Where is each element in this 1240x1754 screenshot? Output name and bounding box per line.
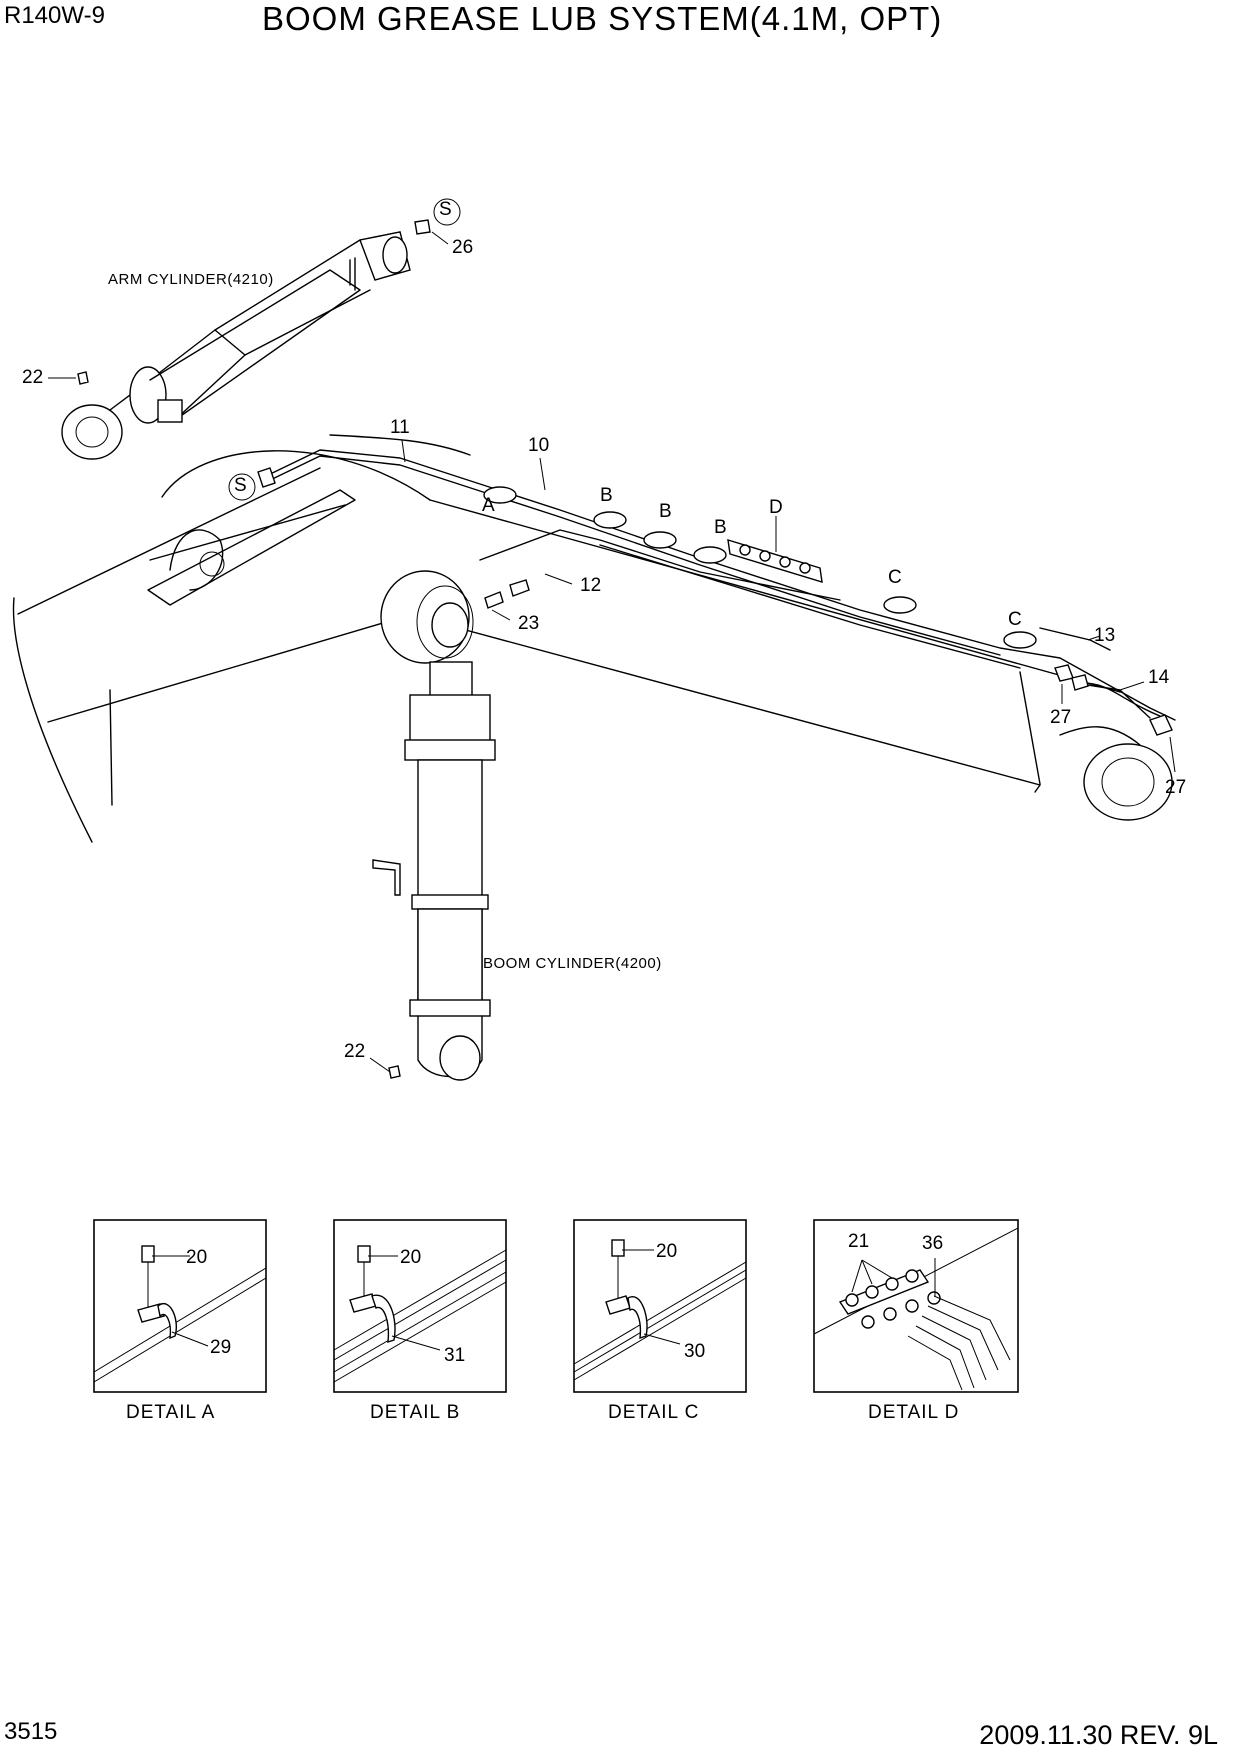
marker-b-3: B <box>714 517 727 538</box>
marker-s-top: S <box>439 199 452 220</box>
detail-a-part-20: 20 <box>186 1247 208 1268</box>
callout-22-top: 22 <box>22 367 44 388</box>
boom-cylinder-caption: BOOM CYLINDER(4200) <box>483 955 662 972</box>
callout-27-a: 27 <box>1050 707 1072 728</box>
marker-b-1: B <box>600 485 613 506</box>
boom-structure <box>12 434 1173 843</box>
detail-d-part-21: 21 <box>848 1231 870 1252</box>
detail-b-drawing <box>333 1219 507 1393</box>
callout-10: 10 <box>528 435 550 456</box>
arm-cylinder <box>61 219 431 460</box>
detail-a-part-29: 29 <box>210 1337 232 1358</box>
marker-a: A <box>482 495 495 516</box>
revision-date: 2009.11.30 REV. 9L <box>979 1720 1218 1750</box>
detail-a-label: DETAIL A <box>126 1402 216 1423</box>
detail-b-part-31: 31 <box>444 1345 466 1366</box>
detail-d-drawing <box>813 1219 1019 1393</box>
model-number: R140W-9 <box>4 2 105 29</box>
callout-11: 11 <box>390 417 410 438</box>
detail-b-label: DETAIL B <box>370 1402 461 1423</box>
leader-lines <box>48 231 1176 1073</box>
marker-d: D <box>769 497 783 518</box>
marker-s-left: S <box>234 475 247 496</box>
arm-cylinder-caption: ARM CYLINDER(4210) <box>108 271 274 288</box>
detail-c-label: DETAIL C <box>608 1402 700 1423</box>
page-title: BOOM GREASE LUB SYSTEM(4.1M, OPT) <box>262 0 943 37</box>
detail-c-drawing <box>573 1219 747 1393</box>
detail-d-label: DETAIL D <box>868 1402 960 1423</box>
grease-lines <box>257 449 1176 736</box>
detail-d-part-36: 36 <box>922 1233 944 1254</box>
detail-c-part-30: 30 <box>684 1341 706 1362</box>
detail-c-part-20: 20 <box>656 1241 678 1262</box>
callout-13: 13 <box>1094 625 1116 646</box>
marker-c-2: C <box>1008 609 1022 630</box>
boom-cylinder <box>372 570 496 1081</box>
callout-26: 26 <box>452 237 474 258</box>
callout-23: 23 <box>518 613 540 634</box>
detail-a-drawing <box>93 1219 267 1393</box>
callout-27-b: 27 <box>1165 777 1187 798</box>
marker-c-1: C <box>888 567 902 588</box>
callout-22-bottom: 22 <box>344 1041 366 1062</box>
marker-b-2: B <box>659 501 672 522</box>
callout-12: 12 <box>580 575 602 596</box>
detail-b-part-20: 20 <box>400 1247 422 1268</box>
callout-14: 14 <box>1148 667 1170 688</box>
page-number: 3515 <box>4 1718 58 1745</box>
